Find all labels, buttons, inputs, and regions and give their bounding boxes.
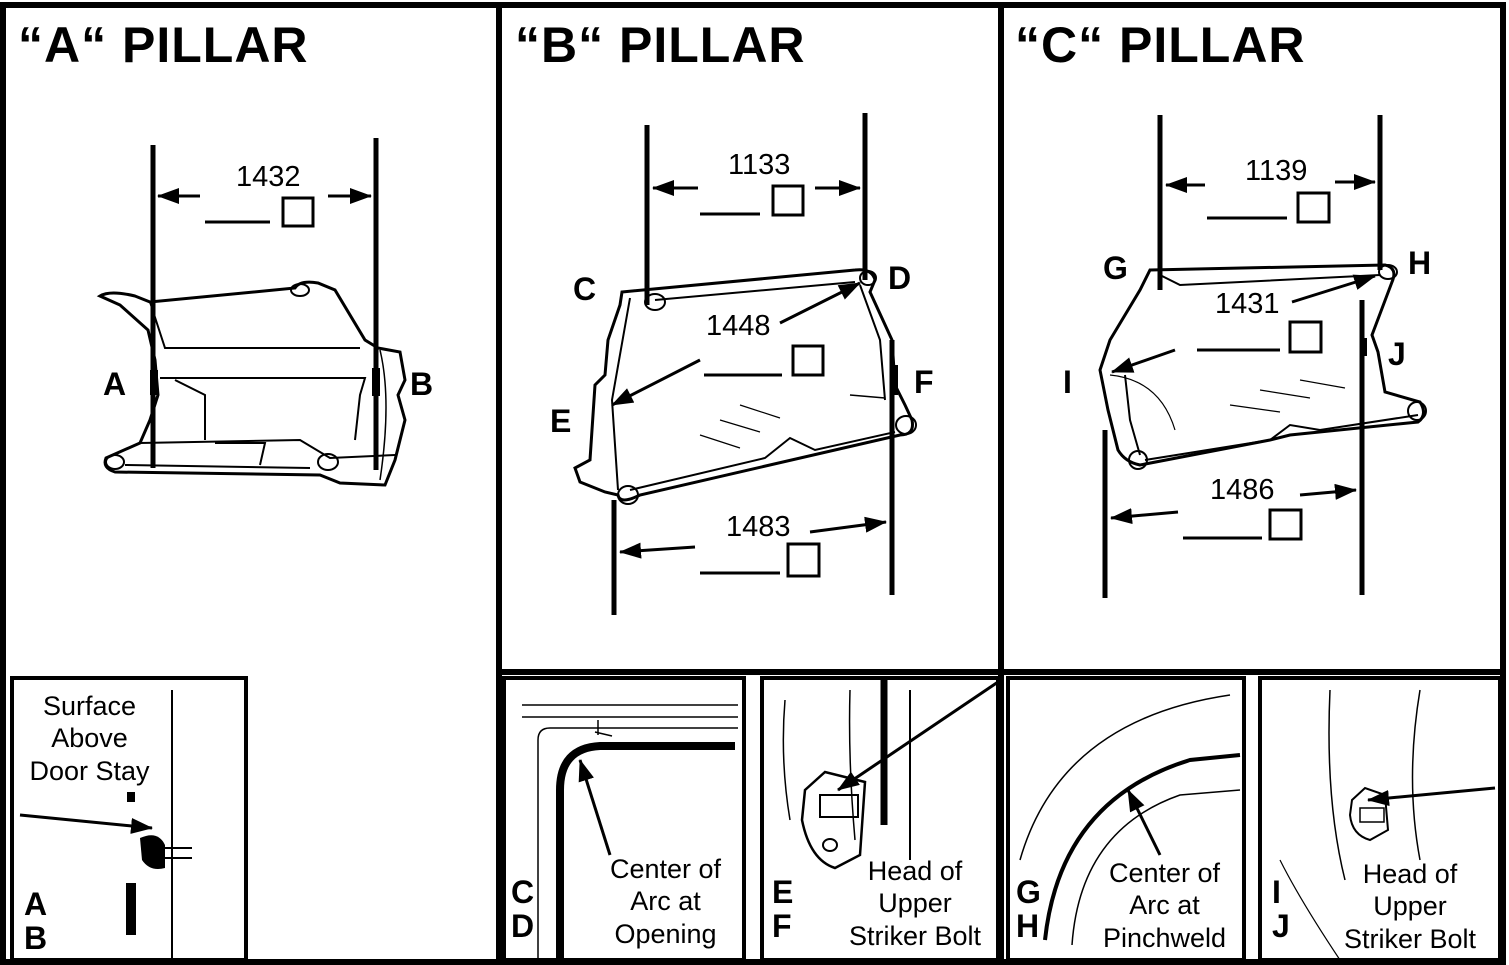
caption-line: Striker Bolt (1343, 923, 1477, 954)
c-inset-left-caption: Center of Arc at Pinchweld (1092, 857, 1237, 954)
b-pillar-drawing (573, 113, 917, 615)
caption-line: Center of (609, 854, 722, 884)
caption-line: Surface (42, 691, 137, 721)
a-point-a: A (103, 366, 127, 402)
b-dimension-bottom: 1483 (726, 511, 791, 543)
legend-letter: C (511, 874, 535, 910)
caption-line: Arc at (630, 886, 701, 917)
a-inset-caption: Surface Above Door Stay (22, 690, 157, 787)
b-inset-left-caption: Center of Arc at Opening (598, 853, 733, 950)
a-inset-legend: A B (24, 886, 48, 956)
b-inset-right-caption: Head of Upper Striker Bolt (840, 855, 990, 952)
caption-line: Pinchweld (1102, 922, 1227, 953)
a-pillar-drawing (96, 138, 407, 487)
legend-letter: G (1016, 874, 1041, 910)
legend-letter: I (1272, 874, 1281, 910)
legend-letter: F (772, 907, 792, 944)
c-inset-left-legend: G H (1016, 874, 1041, 944)
caption-line: Center of (1108, 858, 1221, 888)
b-dimension-diag: 1448 (706, 310, 771, 342)
legend-letter: E (772, 874, 794, 910)
c-dimension-bottom: 1486 (1210, 474, 1275, 506)
caption-line: Striker Bolt (848, 920, 982, 951)
caption-line: Opening (614, 918, 717, 949)
b-point-d: D (888, 260, 912, 296)
a-pillar-title: “A“ PILLAR (18, 17, 309, 73)
c-inset-right-caption: Head of Upper Striker Bolt (1335, 858, 1485, 955)
c-inset-left-drawing (1019, 694, 1241, 946)
c-point-j: J (1388, 336, 1406, 372)
caption-line: Above (51, 723, 128, 754)
legend-letter: J (1272, 907, 1290, 944)
legend-letter: A (24, 886, 48, 922)
c-dimension-diag: 1431 (1215, 288, 1280, 320)
c-dimension-top: 1139 (1245, 155, 1308, 187)
legend-letter: B (24, 919, 48, 956)
caption-line: Head of (867, 856, 963, 886)
b-point-f: F (914, 364, 934, 400)
b-dimension-top: 1133 (728, 149, 791, 181)
c-inset-right-legend: I J (1272, 874, 1290, 944)
b-point-c: C (573, 271, 597, 307)
c-point-h: H (1408, 245, 1432, 281)
c-point-g: G (1103, 250, 1128, 286)
a-point-b: B (410, 366, 434, 402)
caption-line: Arc at (1129, 890, 1200, 921)
caption-line: Door Stay (29, 755, 150, 786)
a-dimension-top: 1432 (236, 161, 301, 193)
a-inset-drawing (19, 690, 192, 958)
c-point-i: I (1063, 364, 1072, 400)
b-inset-right-legend: E F (772, 874, 794, 944)
c-pillar-drawing (1098, 115, 1427, 598)
legend-letter: H (1016, 907, 1040, 944)
b-inset-left-legend: C D (511, 874, 535, 944)
b-point-e: E (550, 403, 572, 439)
caption-line: Head of (1362, 859, 1458, 889)
c-inset-right-drawing (1279, 689, 1496, 961)
caption-line: Upper (878, 888, 952, 919)
b-inset-right-drawing (782, 680, 999, 870)
legend-letter: D (511, 907, 535, 944)
caption-line: Upper (1373, 891, 1447, 922)
c-pillar-title: “C“ PILLAR (1015, 17, 1306, 73)
b-inset-left-drawing (522, 704, 738, 958)
b-pillar-title: “B“ PILLAR (515, 17, 806, 73)
